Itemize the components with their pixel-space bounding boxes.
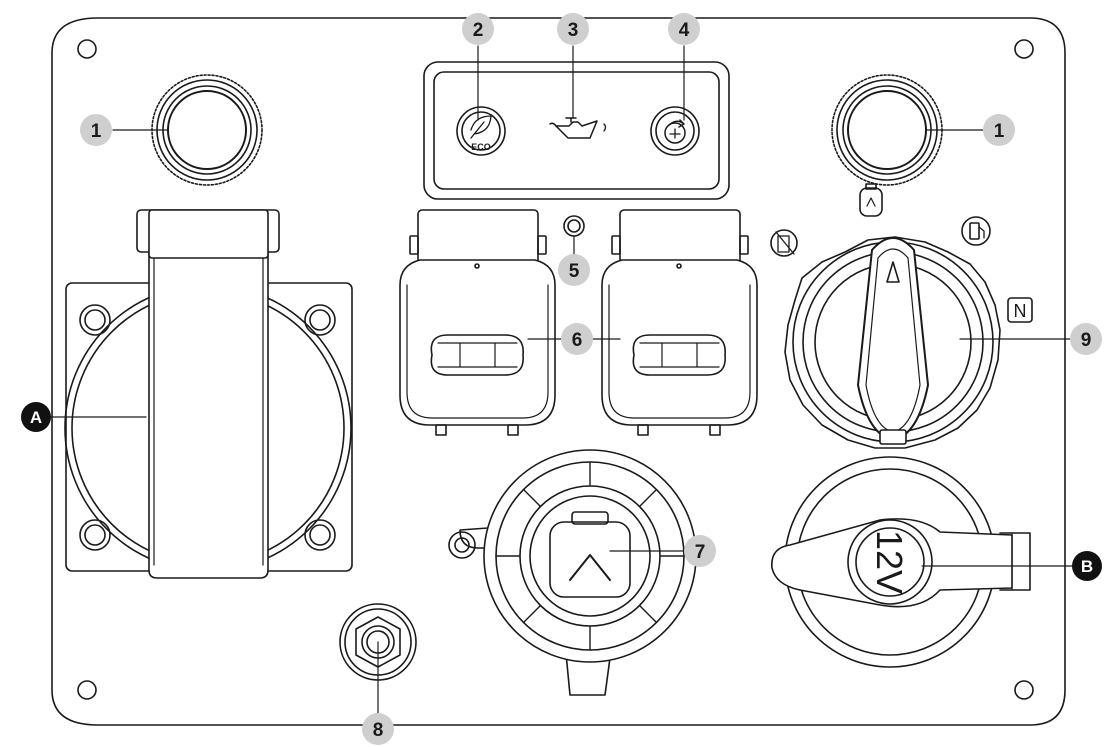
screw-bottom-right [1014, 680, 1034, 700]
eco-text: ECO [471, 142, 491, 152]
panel-outline [51, 17, 1066, 726]
oil-can-icon [549, 117, 607, 139]
usb-port-right [601, 209, 758, 436]
fuel-off-icon [770, 229, 798, 257]
run-mark-text: N [1014, 301, 1027, 321]
lpg-connector [448, 449, 697, 696]
callout-8: 8 [362, 713, 394, 745]
usb-port-left [399, 209, 556, 436]
svg-text:1: 1 [994, 121, 1005, 142]
euro-socket-a [64, 209, 353, 579]
lpg-bottle-icon [859, 183, 883, 217]
svg-text:2: 2 [473, 20, 484, 41]
corner-screws [77, 39, 1034, 700]
callout-b: B [1072, 551, 1102, 581]
svg-text:6: 6 [572, 330, 583, 351]
led-5 [563, 215, 585, 237]
svg-text:3: 3 [568, 20, 579, 41]
callout-2: 2 [462, 13, 494, 45]
callout-6: 6 [561, 323, 593, 355]
restart-indicator [650, 106, 700, 156]
svg-text:9: 9 [1081, 330, 1092, 351]
run-mark-icon: N [1007, 297, 1033, 323]
dc-12v-text: 12V [869, 530, 910, 594]
callout-1-right: 1 [983, 114, 1015, 146]
fuel-selector-knob: N [770, 183, 1033, 449]
leader-lines [49, 45, 1081, 721]
screw-bottom-left [77, 680, 97, 700]
fuel-pump-icon [961, 216, 991, 246]
callout-1-left: 1 [80, 114, 112, 146]
restart-icon [668, 119, 685, 128]
indicator-box: ECO [423, 61, 730, 200]
svg-text:8: 8 [373, 720, 384, 741]
callout-4: 4 [668, 13, 700, 45]
svg-text:1: 1 [91, 121, 102, 142]
screw-top-left [77, 39, 97, 59]
callout-7: 7 [684, 535, 716, 567]
eco-leaf-icon [470, 115, 492, 139]
callout-5: 5 [558, 254, 590, 286]
callout-3: 3 [557, 13, 589, 45]
callout-a: A [21, 402, 51, 432]
svg-text:A: A [30, 408, 42, 427]
svg-text:5: 5 [569, 261, 580, 282]
callout-9: 9 [1070, 323, 1102, 355]
svg-text:4: 4 [679, 20, 690, 41]
eco-indicator: ECO [456, 106, 506, 156]
svg-text:7: 7 [695, 542, 706, 563]
dc-12v-socket: 12V [771, 456, 1031, 668]
svg-text:B: B [1081, 557, 1093, 576]
screw-top-right [1014, 39, 1034, 59]
